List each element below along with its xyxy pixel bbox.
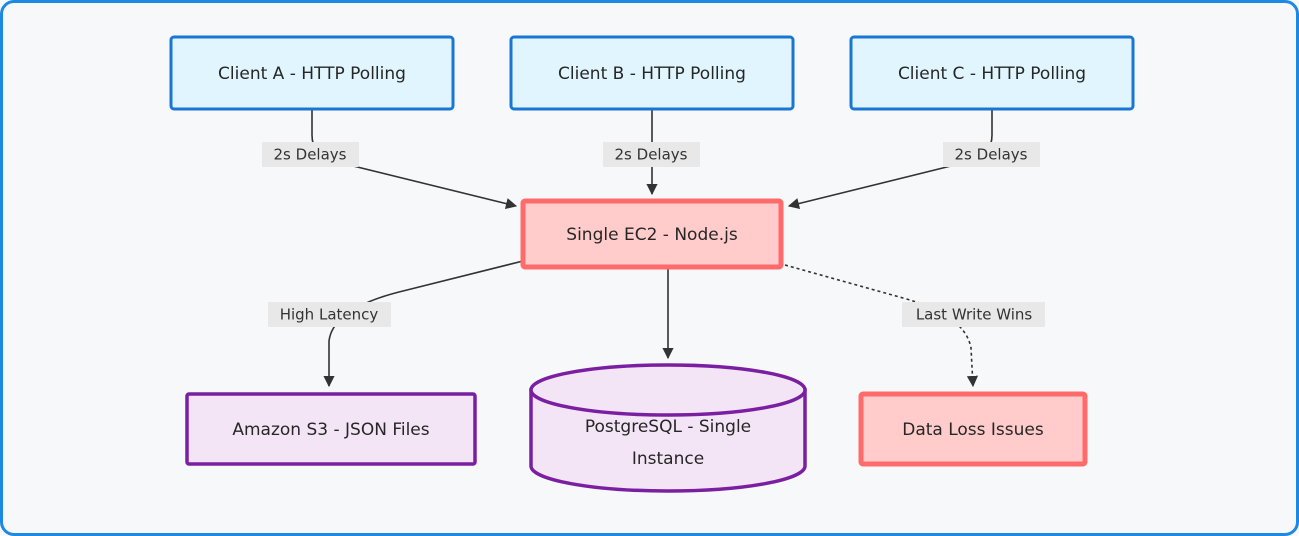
edge-label-last-write-wins: Last Write Wins (902, 302, 1045, 327)
edge-label-high-latency: High Latency (268, 302, 391, 327)
node-shape-rect[interactable] (509, 35, 795, 111)
edge-label-text: 2s Delays (955, 146, 1028, 164)
node-client-c[interactable]: Client C - HTTP Polling (849, 35, 1135, 111)
flowchart-svg: 2s Delays 2s Delays 2s Delays High Laten… (169, 35, 1135, 493)
node-shape-rect[interactable] (858, 391, 1088, 467)
node-data-loss-issues[interactable]: Data Loss Issues (858, 391, 1088, 467)
node-label: Client B - HTTP Polling (558, 64, 746, 84)
edge-labels-layer: 2s Delays 2s Delays 2s Delays High Laten… (262, 142, 1045, 327)
edge-label-clientc-delay: 2s Delays (943, 142, 1040, 167)
node-label-line1: PostgreSQL - Single (585, 417, 751, 437)
node-shape-cylinder-top[interactable] (529, 363, 807, 417)
node-shape-rect[interactable] (849, 35, 1135, 111)
node-label-line2: Instance (632, 449, 704, 469)
node-label: Amazon S3 - JSON Files (232, 420, 429, 440)
node-shape-rect[interactable] (520, 198, 784, 270)
node-client-a[interactable]: Client A - HTTP Polling (169, 35, 455, 111)
edge-label-background (262, 142, 359, 167)
edge-label-background (902, 302, 1045, 327)
node-label: Client C - HTTP Polling (898, 64, 1086, 84)
edge-label-background (603, 142, 700, 167)
edge-label-clientb-delay: 2s Delays (603, 142, 700, 167)
node-shape-cylinder-body[interactable] (529, 388, 807, 493)
edge-label-text: High Latency (280, 306, 379, 324)
node-amazon-s3[interactable]: Amazon S3 - JSON Files (185, 392, 477, 466)
node-label: Client A - HTTP Polling (218, 64, 406, 84)
node-single-ec2[interactable]: Single EC2 - Node.js (520, 198, 784, 270)
node-shape-rect[interactable] (169, 35, 455, 111)
node-label: Single EC2 - Node.js (566, 225, 738, 245)
node-client-b[interactable]: Client B - HTTP Polling (509, 35, 795, 111)
edge-label-text: 2s Delays (274, 146, 347, 164)
node-shape-rect[interactable] (185, 392, 477, 466)
nodes-layer: Client A - HTTP Polling Client B - HTTP … (169, 35, 1135, 493)
node-label: Data Loss Issues (902, 420, 1044, 440)
edge-label-background (943, 142, 1040, 167)
node-postgresql[interactable]: PostgreSQL - Single Instance (529, 363, 807, 493)
edge-label-text: 2s Delays (615, 146, 688, 164)
edge-label-background (268, 302, 391, 327)
edge-label-text: Last Write Wins (916, 306, 1033, 324)
edge-label-clienta-delay: 2s Delays (262, 142, 359, 167)
